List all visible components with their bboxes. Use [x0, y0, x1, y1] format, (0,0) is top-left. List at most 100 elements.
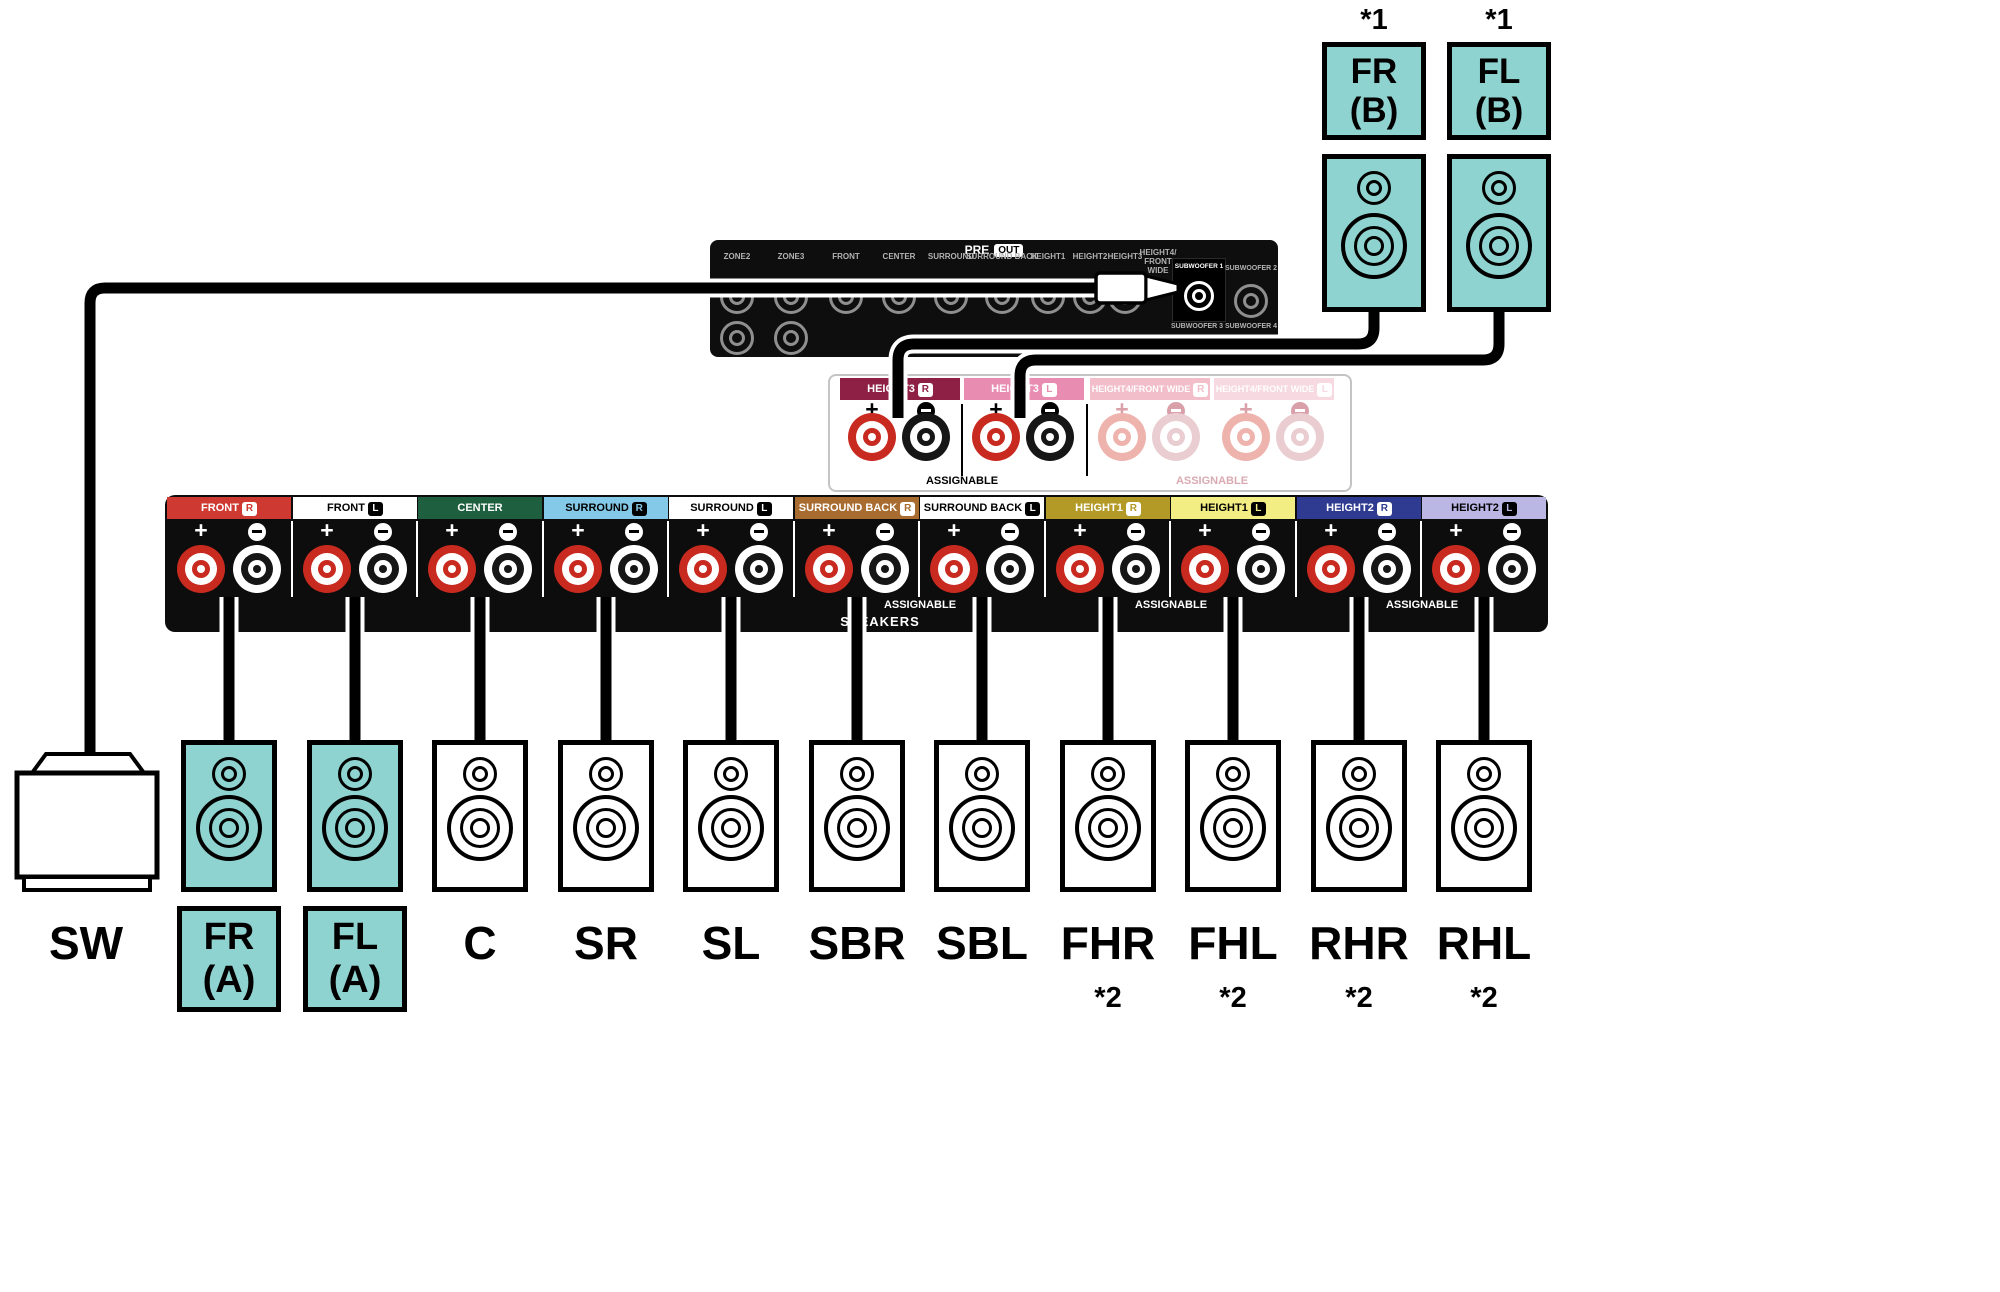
tweeter: [463, 757, 497, 791]
tweeter: [338, 757, 372, 791]
channel-badge: R: [1125, 502, 1141, 516]
binding-post-negative: [359, 545, 407, 593]
plus-mark: +: [1198, 517, 1212, 543]
channel-badge: R: [917, 383, 933, 397]
assignable-label: ASSIGNABLE: [1134, 599, 1208, 611]
binding-post-positive: [1181, 545, 1229, 593]
binding-post-negative: [1152, 413, 1200, 461]
speaker-fhr: [1060, 740, 1156, 892]
channel-badge: L: [1317, 383, 1333, 397]
rca-jack-height1: [1031, 280, 1065, 314]
label-sw: SW: [48, 917, 124, 969]
channel-badge: L: [1025, 502, 1041, 516]
woofer: [447, 795, 513, 861]
plus-mark: +: [1324, 517, 1338, 543]
label-fl-a: FL (A): [303, 906, 407, 1012]
speaker-sl: [683, 740, 779, 892]
plus-mark: +: [320, 517, 334, 543]
binding-post-positive: [930, 545, 978, 593]
tweeter: [1342, 757, 1376, 791]
binding-post-negative: [1112, 545, 1160, 593]
binding-post-negative: [861, 545, 909, 593]
rca-jack-subwoofer3: [1180, 339, 1214, 357]
binding-post-positive: [972, 413, 1020, 461]
label-fr-b: FR (B): [1322, 42, 1426, 140]
woofer: [949, 795, 1015, 861]
woofer: [1466, 213, 1532, 279]
tweeter: [1467, 757, 1501, 791]
binding-post-negative: [735, 545, 783, 593]
speaker-fl-b: [1447, 154, 1551, 312]
label-c: C: [463, 917, 497, 969]
tweeter: [212, 757, 246, 791]
binding-post-positive: [805, 545, 853, 593]
label-sbr: SBR: [808, 917, 906, 969]
minus-mark: [750, 523, 768, 541]
binding-post-positive: [303, 545, 351, 593]
channel-badge: L: [1501, 502, 1517, 516]
plus-mark: +: [1449, 517, 1463, 543]
footnote-star2: *2: [1219, 982, 1247, 1014]
speaker-rhr: [1311, 740, 1407, 892]
binding-post-positive: [1307, 545, 1355, 593]
minus-mark: [1252, 523, 1270, 541]
terminal-center: CENTER +: [418, 495, 542, 632]
speaker-sbl: [934, 740, 1030, 892]
minus-mark: [876, 523, 894, 541]
label-fhl: FHL: [1188, 917, 1278, 969]
divider: [542, 521, 544, 597]
label-sbl: SBL: [936, 917, 1028, 969]
tweeter: [840, 757, 874, 791]
binding-post-negative: [484, 545, 532, 593]
minus-mark: [1503, 523, 1521, 541]
channel-badge: R: [1193, 383, 1209, 397]
plus-mark: +: [1073, 517, 1087, 543]
footnote-star2: *2: [1470, 982, 1498, 1014]
assignable-label: ASSIGNABLE: [883, 599, 957, 611]
assignable-label: ASSIGNABLE: [925, 475, 999, 487]
channel-badge: R: [241, 502, 257, 516]
divider: [961, 404, 963, 476]
label-sl: SL: [701, 917, 761, 969]
channel-badge: R: [1376, 502, 1392, 516]
rca-jack-subwoofer2: [1234, 284, 1268, 318]
tweeter: [589, 757, 623, 791]
rca-jack-surround: [934, 280, 968, 314]
minus-mark: [625, 523, 643, 541]
divider: [793, 521, 795, 597]
label-fhr: FHR: [1060, 917, 1156, 969]
label-rhr: RHR: [1309, 917, 1409, 969]
divider: [1169, 521, 1171, 597]
binding-post-negative: [1026, 413, 1074, 461]
woofer: [698, 795, 764, 861]
tweeter: [1357, 171, 1391, 205]
channel-badge: R: [631, 502, 647, 516]
divider: [667, 521, 669, 597]
rca-jack-height2: [1073, 280, 1107, 314]
binding-post-negative: [902, 413, 950, 461]
plus-mark: +: [822, 517, 836, 543]
channel-badge: L: [756, 502, 772, 516]
